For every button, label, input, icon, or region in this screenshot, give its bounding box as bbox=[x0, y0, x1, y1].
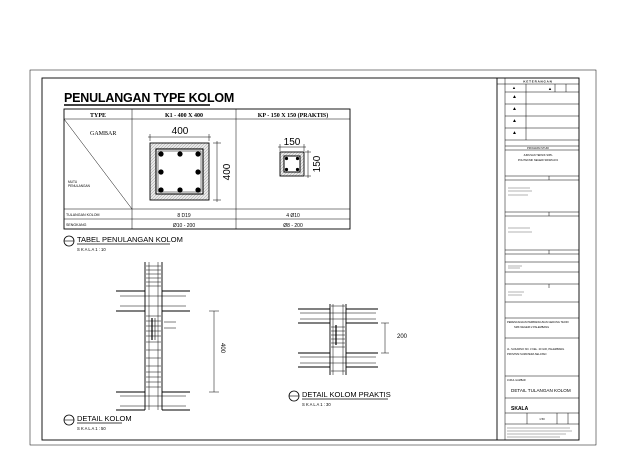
legend-arrow-3: ▲ bbox=[512, 118, 517, 124]
tb-project-1: PERENCANAAN PEMBANGUNAN GEDUNG TEORI bbox=[507, 320, 569, 324]
detail-kolom-scale: S K A L A 1 : 50 bbox=[77, 426, 106, 431]
tb-institution-3: POLITEKNIK NEGERI SRIWIJAYA bbox=[518, 158, 559, 162]
table-diagonal bbox=[63, 118, 133, 210]
legend-arrow-5: ▲ bbox=[548, 86, 552, 91]
tb-institution-1: PROGRAM STUDI bbox=[527, 146, 549, 150]
kp-section: 150 150 bbox=[278, 137, 323, 178]
k1-section: 400 400 bbox=[148, 126, 233, 202]
tb-institution-2: JURUSAN TEKNIK SIPIL bbox=[523, 153, 553, 157]
tabel-label: TABEL PENULANGAN KOLOM S K A L A 1 : 10 bbox=[63, 235, 183, 252]
tb-header: KETERANGAN bbox=[523, 80, 552, 84]
k1-dim-height: 400 bbox=[222, 163, 233, 180]
col-kp: KP - 150 X 150 (PRAKTIS) bbox=[258, 112, 329, 119]
detail-praktis-title: DETAIL KOLOM PRAKTIS bbox=[302, 390, 391, 399]
tb-sheet-label: JUDUL GAMBAR bbox=[507, 379, 526, 382]
detail-praktis-label: DETAIL KOLOM PRAKTIS S K A L A 1 : 30 bbox=[288, 390, 391, 407]
row-mutu-penulangan: PENULANGAN bbox=[68, 184, 91, 188]
outer-border bbox=[29, 69, 597, 446]
inner-border bbox=[41, 77, 580, 441]
k1-rebars bbox=[158, 151, 201, 193]
tb-location-1: JL. SUKARNO NO. 3 KEL. 20 ILIR, PALEMBAN… bbox=[507, 347, 564, 351]
main-title: PENULANGAN TYPE KOLOM bbox=[64, 91, 234, 105]
tabel-scale: S K A L A 1 : 10 bbox=[77, 247, 106, 252]
detail-kolom-label: DETAIL KOLOM S K A L A 1 : 50 bbox=[63, 414, 132, 431]
detail-praktis-drawing: 200 bbox=[298, 304, 408, 375]
row-gambar: GAMBAR bbox=[90, 131, 116, 137]
title-block: KETERANGAN ▲ ▲ ▲ ▲ ▲ ▲ PROGRAM STUDI JUR… bbox=[496, 78, 579, 440]
row-mutu: MUTU bbox=[68, 180, 78, 184]
tb-sheet-title: DETAIL TULANGAN KOLOM bbox=[511, 388, 571, 393]
k1-dim-width: 400 bbox=[172, 126, 189, 137]
kp-dim-width: 150 bbox=[284, 137, 301, 148]
col-type: TYPE bbox=[90, 113, 106, 119]
tabel-title: TABEL PENULANGAN KOLOM bbox=[77, 235, 183, 244]
tb-location-2: PROVINSI SUMATERA SELATAN bbox=[507, 352, 546, 356]
kp-dim-height: 150 bbox=[312, 155, 323, 172]
tb-scale-value: 1:50 bbox=[539, 417, 545, 421]
k1-tulangan: 8 D19 bbox=[177, 213, 191, 219]
detail-praktis-dim: 200 bbox=[397, 334, 408, 340]
kp-sengkang: Ø8 - 200 bbox=[283, 223, 303, 229]
k1-sengkang: Ø10 - 200 bbox=[173, 223, 195, 229]
detail-kolom-drawing: 400 bbox=[116, 262, 225, 411]
tb-scale-label: SKALA bbox=[511, 406, 529, 412]
penulangan-table: TYPE K1 - 400 X 400 KP - 150 X 150 (PRAK… bbox=[63, 108, 351, 230]
kp-rebars bbox=[284, 156, 300, 172]
legend-arrow-1: ▲ bbox=[512, 94, 517, 100]
detail-kolom-dim: 400 bbox=[219, 343, 225, 354]
row-tulangan: TULANGAN KOLOM bbox=[66, 213, 100, 217]
legend-arrow-0: ▲ bbox=[512, 85, 516, 90]
col-k1: K1 - 400 X 400 bbox=[165, 113, 203, 119]
kp-tulangan: 4 Ø10 bbox=[286, 213, 300, 219]
legend-arrow-4: ▲ bbox=[512, 130, 517, 136]
detail-kolom-title: DETAIL KOLOM bbox=[77, 414, 132, 423]
detail-praktis-scale: S K A L A 1 : 30 bbox=[302, 402, 331, 407]
tb-project-2: SMK NEGERI 2 PALEMBANG bbox=[514, 325, 549, 329]
row-sengkang: SENGKANG bbox=[66, 223, 87, 227]
legend-arrow-2: ▲ bbox=[512, 106, 517, 112]
